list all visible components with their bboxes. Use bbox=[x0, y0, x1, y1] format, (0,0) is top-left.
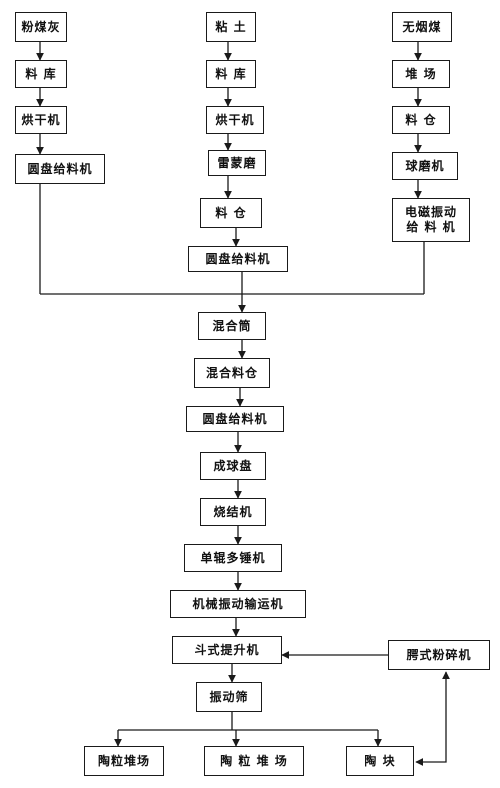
node-bucket-elevator: 斗式提升机 bbox=[172, 636, 282, 664]
node-mix-bin: 混合料仓 bbox=[194, 358, 270, 388]
node-main-disc-feeder: 圆盘给料机 bbox=[186, 406, 284, 432]
node-clay-store: 料 库 bbox=[206, 60, 256, 88]
node-fly-ash: 粉煤灰 bbox=[15, 12, 67, 42]
node-jaw-crusher: 腭式粉碎机 bbox=[388, 640, 490, 670]
node-anthracite: 无烟煤 bbox=[392, 12, 452, 42]
node-ceramsite-yard-1: 陶粒堆场 bbox=[84, 746, 164, 776]
node-raymond-mill: 雷蒙磨 bbox=[208, 150, 266, 176]
node-fly-ash-dryer: 烘干机 bbox=[15, 106, 67, 134]
node-ceramic-lumps: 陶 块 bbox=[346, 746, 414, 776]
node-coal-yard: 堆 场 bbox=[392, 60, 450, 88]
node-vibrating-conveyor: 机械振动输运机 bbox=[170, 590, 306, 618]
node-mixing-drum: 混合筒 bbox=[198, 312, 266, 340]
node-sintering-machine: 烧结机 bbox=[200, 498, 266, 526]
edge-lumps-jaw bbox=[415, 671, 450, 766]
node-vibrating-screen: 振动筛 bbox=[196, 682, 262, 712]
node-clay-bin: 料 仓 bbox=[200, 198, 262, 228]
node-clay-dryer: 烘干机 bbox=[206, 106, 264, 134]
node-fly-ash-disc-feeder: 圆盘给料机 bbox=[15, 154, 105, 184]
node-fly-ash-store: 料 库 bbox=[15, 60, 67, 88]
node-vibro-feeder: 电磁振动 给 料 机 bbox=[392, 198, 470, 242]
node-clay-disc-feeder: 圆盘给料机 bbox=[188, 246, 288, 272]
node-clay: 粘 土 bbox=[206, 12, 256, 42]
node-pelletizer: 成球盘 bbox=[200, 452, 266, 480]
node-coal-bin: 料 仓 bbox=[392, 106, 450, 134]
node-hammer-crusher: 单辊多锤机 bbox=[184, 544, 282, 572]
node-ball-mill: 球磨机 bbox=[392, 152, 458, 180]
node-ceramsite-yard-2: 陶 粒 堆 场 bbox=[204, 746, 304, 776]
